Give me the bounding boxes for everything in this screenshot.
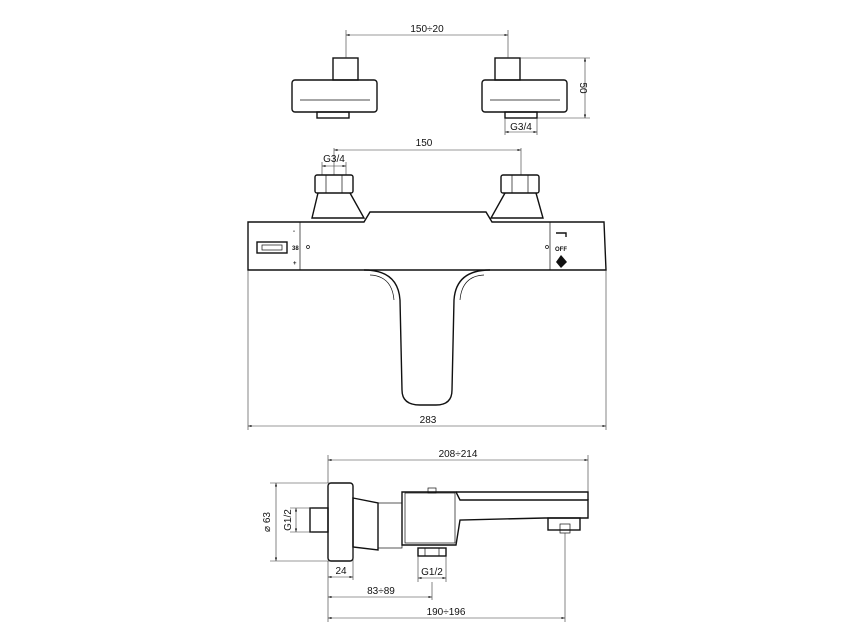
right-eccentric-connector: [481, 57, 568, 119]
label-side-24: 24: [335, 566, 347, 577]
label-front-left-thread: G3/4: [323, 154, 345, 165]
label-side-83: 83÷89: [367, 586, 395, 597]
side-view-mixer: 208÷214 ⌀ 63 G1/2 24 G1/2: [262, 449, 589, 622]
dimension-side-thread-left: G1/2: [283, 507, 312, 533]
left-inlet-nut: [311, 174, 366, 219]
front-view-mixer: 150 G3/4: [247, 138, 607, 430]
left-eccentric-connector: [291, 57, 378, 119]
dimension-top-thread: G3/4: [504, 118, 538, 135]
label-front-spacing: 150: [416, 138, 433, 149]
dimension-side-depth: 208÷214: [327, 449, 589, 492]
mixer-body: [247, 211, 607, 406]
label-top-height: 50: [577, 82, 588, 94]
dimension-side-diameter: ⌀ 63: [262, 482, 330, 562]
dimension-front-thread: G3/4: [321, 154, 347, 175]
svg-text:+: +: [293, 261, 297, 267]
label-off: OFF: [555, 247, 567, 253]
diverter-handle: OFF: [545, 232, 567, 268]
label-side-diameter: ⌀ 63: [262, 512, 273, 532]
label-top-spacing: 150÷20: [410, 24, 444, 35]
dimension-side-190: 190÷196: [327, 533, 566, 622]
temperature-handle: 38 - +: [256, 229, 310, 267]
label-control-mark: 38: [292, 246, 299, 252]
right-inlet-nut: [489, 174, 544, 219]
label-side-depth: 208÷214: [439, 449, 478, 460]
top-view-connectors: 150÷20 50 G3/4: [291, 24, 590, 135]
label-top-thread: G3/4: [510, 122, 532, 133]
shower-icon: [556, 232, 567, 237]
dimension-side-thread-bottom: G1/2: [417, 556, 447, 582]
label-side-190: 190÷196: [427, 607, 466, 618]
dimension-front-width: 283: [247, 270, 607, 430]
dimension-side-24: 24: [327, 547, 354, 604]
dimension-top-spacing: 150÷20: [345, 24, 509, 58]
label-side-thread-left: G1/2: [283, 509, 294, 531]
side-flange: [327, 482, 354, 562]
dimension-side-83: 83÷89: [328, 582, 433, 600]
label-front-width: 283: [420, 415, 437, 426]
label-side-thread-bottom: G1/2: [421, 567, 443, 578]
svg-text:-: -: [293, 229, 295, 235]
dimension-top-height: 50: [520, 57, 590, 119]
side-wall-connector: [309, 507, 329, 533]
spout-icon: [556, 255, 567, 268]
dimension-front-spacing: 150: [333, 138, 522, 175]
